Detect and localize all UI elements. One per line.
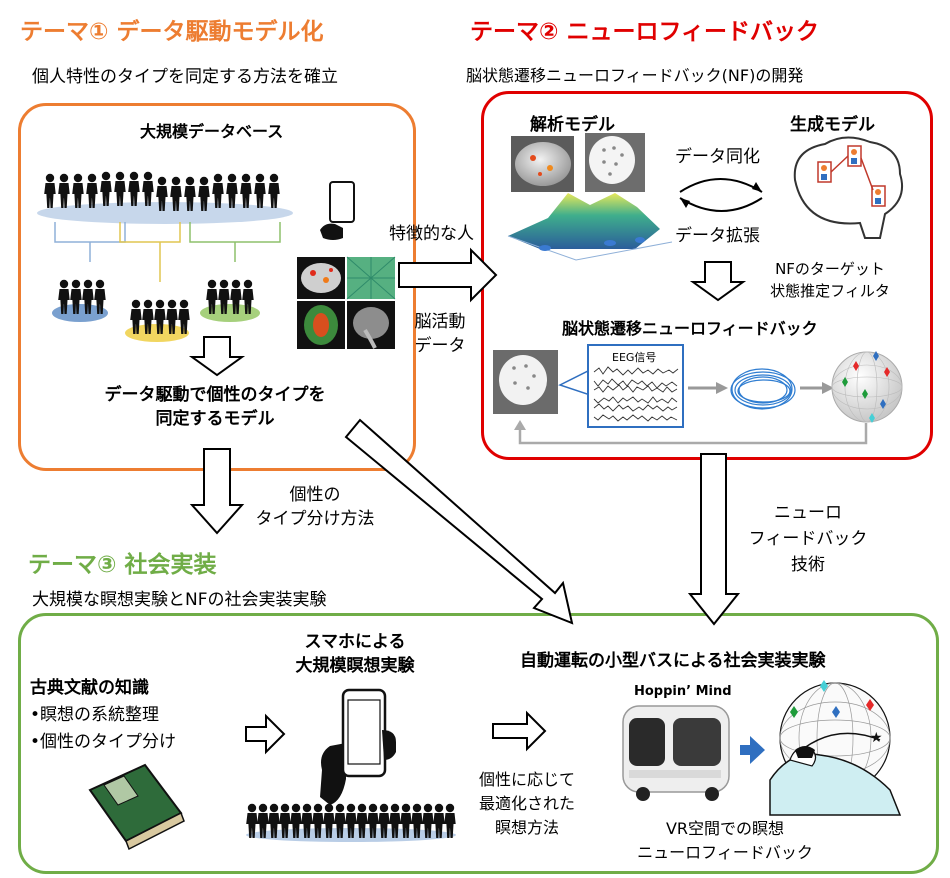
nf-target-line-1: NFのターゲット	[775, 260, 885, 278]
classics-title: 古典文献の知識	[30, 678, 149, 698]
nf-tech-line-2: フィードバック	[748, 529, 868, 549]
generative-model-brain-icon	[793, 136, 904, 239]
database-population	[37, 171, 293, 342]
right-arrow-icon	[398, 247, 498, 303]
classics-item-1: •瞑想の系統整理	[30, 705, 160, 725]
optimized-line-2: 最適化された	[478, 794, 575, 813]
model-line-1: データ駆動で個性のタイプを	[104, 385, 326, 405]
smartphone-line-1: スマホによる	[304, 632, 406, 652]
bus-brand-label: Hoppin’ Mind	[634, 684, 732, 699]
diagonal-arrow-icon	[344, 418, 574, 625]
down-arrow-icon	[189, 448, 245, 535]
vr-nf-label: VR空間での瞑想 ニューロフィードバック	[615, 817, 835, 865]
model-line-2: 同定するモデル	[155, 409, 275, 429]
optimized-meditation-label: 個性に応じて 最適化された 瞑想方法	[462, 768, 592, 840]
characteristic-people-label: 特徴的な人	[389, 224, 474, 244]
svg-text:★: ★	[870, 730, 883, 746]
smartphone-hand-icon	[320, 688, 396, 805]
right-arrow-icon	[245, 713, 286, 755]
brain-activity-line-1: 脳活動	[414, 312, 466, 332]
smartphone-experiment-label: スマホによる 大規模瞑想実験	[275, 630, 435, 678]
analysis-model-label: 解析モデル	[530, 115, 615, 135]
right-arrow-icon	[492, 710, 547, 752]
nf-target-filter-label: NFのターゲット 状態推定フィルタ	[745, 258, 915, 302]
vr-line-1: VR空間での瞑想	[665, 819, 785, 838]
autonomous-bus-icon	[622, 705, 730, 801]
vr-line-2: ニューロフィードバック	[637, 843, 813, 862]
typing-line-1: 個性の	[289, 485, 341, 505]
theme3-title: テーマ③ 社会実装	[28, 552, 217, 578]
down-arrow-icon	[188, 336, 246, 377]
classics-item-2: •個性のタイプ分け	[30, 732, 177, 752]
typing-line-2: タイプ分け方法	[255, 509, 375, 529]
eeg-signal-label: EEG信号	[612, 351, 657, 364]
theme3-subtitle: 大規模な瞑想実験とNFの社会実装実験	[32, 590, 327, 610]
smartphone-line-2: 大規模瞑想実験	[295, 656, 415, 676]
meditation-participants-crowd	[246, 803, 456, 842]
bus-experiment-title: 自動運転の小型バスによる社会実装実験	[520, 651, 826, 671]
down-arrow-icon	[687, 453, 741, 626]
analysis-model-images	[507, 133, 673, 261]
right-arrow-icon	[740, 736, 765, 764]
theme2-title: テーマ② ニューロフィードバック	[470, 19, 820, 45]
brain-activity-line-2: データ	[414, 336, 466, 356]
nf-pipeline	[493, 344, 903, 445]
down-arrow-icon	[689, 261, 747, 302]
nf-tech-line-1: ニューロ	[774, 503, 842, 523]
individual-type-model-label: データ駆動で個性のタイプを 同定するモデル	[60, 383, 370, 431]
brain-activity-data-label: 脳活動 データ	[400, 310, 480, 358]
nf-tech-line-3: 技術	[791, 555, 825, 575]
data-augmentation-label: データ拡張	[675, 226, 760, 246]
classics-knowledge-block: 古典文献の知識 •瞑想の系統整理 •個性のタイプ分け	[30, 675, 176, 756]
brain-scan-images	[297, 256, 396, 349]
data-assimilation-label: データ同化	[675, 147, 760, 167]
theme1-title: テーマ① データ駆動モデル化	[20, 19, 324, 45]
typing-method-label: 個性の タイプ分け方法	[245, 483, 385, 531]
theme1-subtitle: 個人特性のタイプを同定する方法を確立	[32, 67, 338, 87]
database-label: 大規模データベース	[140, 122, 284, 141]
optimized-line-3: 瞑想方法	[494, 818, 559, 837]
nf-technology-label: ニューロ フィードバック 技術	[748, 500, 868, 578]
nf-target-line-2: 状態推定フィルタ	[770, 282, 890, 300]
smartphone-hand-icon	[320, 181, 355, 240]
optimized-line-1: 個性に応じて	[478, 770, 575, 789]
theme2-subtitle: 脳状態遷移ニューロフィードバック(NF)の開発	[466, 66, 804, 85]
brain-state-nf-label: 脳状態遷移ニューロフィードバック	[562, 319, 818, 338]
vr-meditation-scene: ★	[769, 680, 902, 816]
generative-model-label: 生成モデル	[790, 115, 875, 135]
classical-book-icon	[88, 763, 185, 851]
cycle-arrows-icon	[679, 178, 763, 212]
